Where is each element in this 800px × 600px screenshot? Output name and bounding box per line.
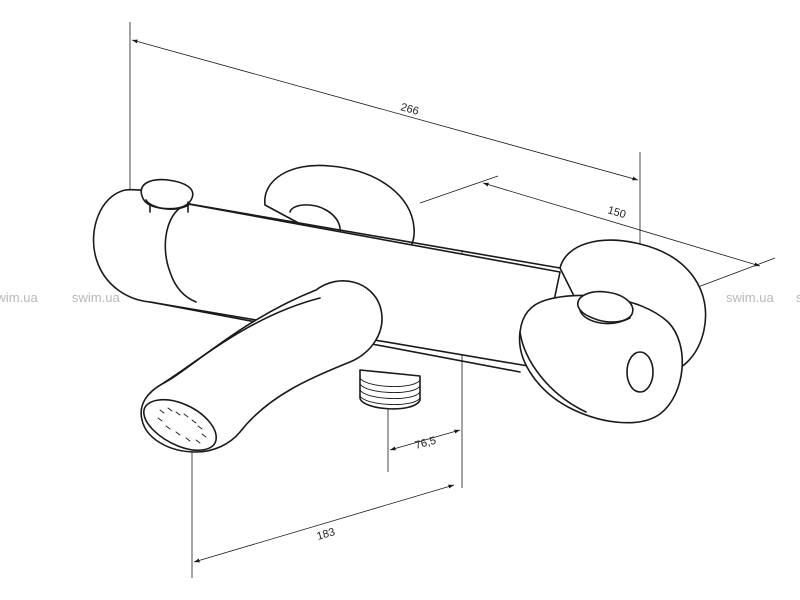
dimension-depth: 150 — [419, 175, 776, 291]
extension-line — [419, 175, 499, 204]
dimension-line — [131, 39, 639, 181]
diverter-button — [577, 290, 634, 323]
extension-line — [689, 257, 776, 291]
watermark-text: swim.ua — [796, 290, 800, 305]
dimension-label-266: 266 — [399, 101, 420, 117]
dimension-label-150: 150 — [606, 204, 627, 221]
spout-mouth — [143, 398, 217, 452]
bath-spout — [140, 280, 383, 453]
knob-center-hole — [626, 351, 654, 393]
watermark-text: swim.ua — [0, 290, 38, 305]
dimension-line — [193, 484, 455, 563]
shower-outlet-thread — [359, 369, 421, 410]
dimension-label-76-5: 76,5 — [414, 435, 438, 452]
dimension-spout-reach: 183 — [191, 452, 455, 578]
watermark-text: swim.ua — [726, 290, 774, 305]
dimension-line — [389, 429, 461, 451]
dimension-label-183: 183 — [315, 526, 336, 543]
mixer-body — [92, 178, 561, 373]
dimension-line — [482, 182, 761, 267]
watermark-text: swim.ua — [72, 290, 120, 305]
right-control-knob — [518, 239, 707, 424]
